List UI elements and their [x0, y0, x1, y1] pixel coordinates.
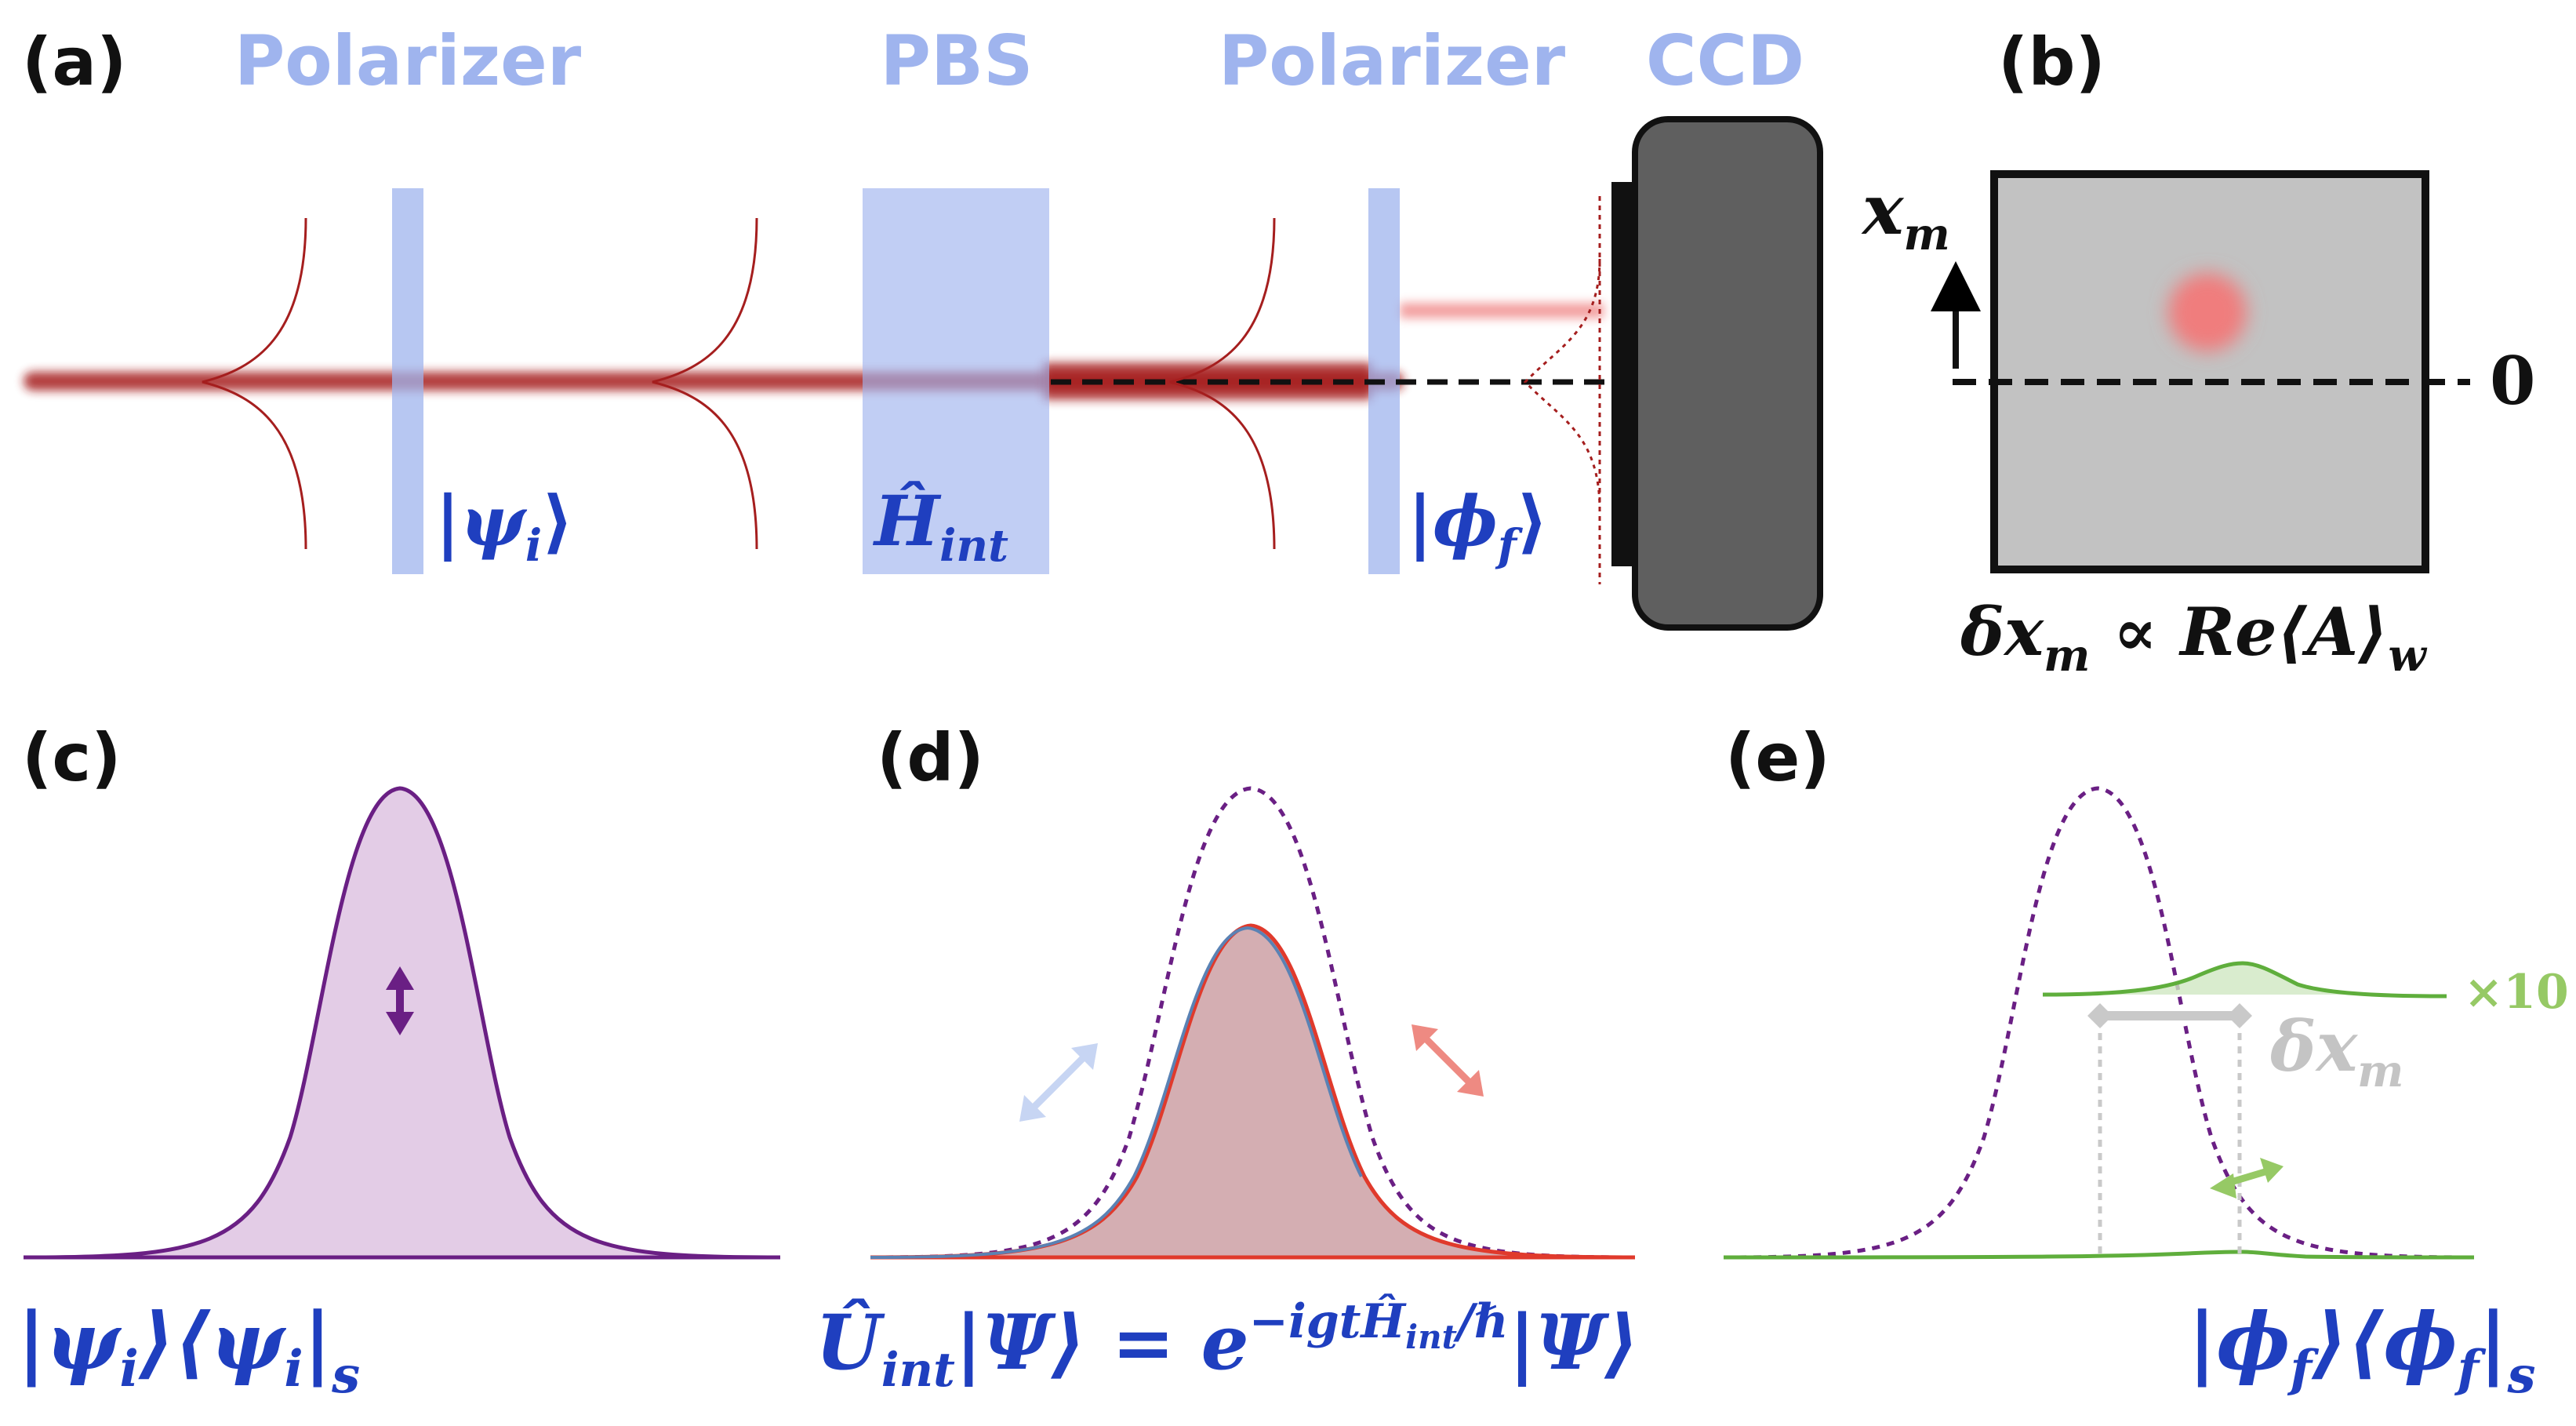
magnification-label: ×10	[2464, 965, 2569, 1020]
xm-label: xm	[1861, 169, 1950, 260]
green-double-arrow-icon	[2210, 1158, 2284, 1199]
red-arrow-shaft	[1418, 1031, 1477, 1090]
pbs-cube	[863, 188, 1049, 574]
final-state-projector: |ϕf⟩⟨ϕf|s	[2188, 1295, 2536, 1405]
ccd-image	[1990, 170, 2429, 573]
ccd-body	[1632, 116, 1823, 631]
panel-label-b: (b)	[1998, 24, 2105, 100]
weak-value-relation: δxm ∝ Re⟨A⟩w	[1960, 593, 2428, 682]
phi-f-label: |ϕf⟩	[1408, 480, 1548, 572]
beam-profile-3	[1169, 217, 1276, 550]
magnified-postselected-curve	[2042, 961, 2447, 999]
psi-i-label: |ψi⟩	[435, 480, 573, 572]
reference-distribution-dashed	[870, 786, 1636, 1260]
beam-profile-2	[652, 217, 758, 550]
panel-label-e: (e)	[1725, 719, 1830, 796]
panel-e: (e) ×10 δxm |ϕf⟩⟨ϕf|s	[1723, 719, 2569, 1405]
double-arrow-icon	[386, 966, 414, 1035]
zero-label: 0	[2490, 342, 2535, 420]
polarizer-2-label: Polarizer	[1219, 20, 1566, 101]
polarizer-1	[392, 188, 423, 574]
red-double-arrow-icon	[1412, 1024, 1484, 1097]
panel-d: (d) Ûint|Ψ⟩ = e−igtĤint/ℏ|Ψ⟩	[816, 719, 1639, 1398]
unitary-evolution-formula: Ûint|Ψ⟩ = e−igtĤint/ℏ|Ψ⟩	[816, 1293, 1639, 1398]
panel-b: (b) xm 0 δxm ∝ Re⟨A⟩w	[1861, 24, 2535, 682]
evolved-distribution-blue	[870, 926, 1363, 1259]
postselected-curve	[1723, 1250, 2475, 1260]
panel-a: (a) Polarizer PBS Polarizer CCD |ψi⟩ Ĥi	[22, 20, 1823, 631]
initial-state-projector: |ψi⟩⟨ψi|s	[17, 1295, 360, 1405]
evolved-distribution-red	[870, 923, 1636, 1260]
panel-label-c: (c)	[22, 719, 122, 796]
beam-profile-1	[202, 217, 307, 550]
deflected-beam	[1400, 303, 1604, 318]
h-int-label: Ĥint	[872, 480, 1008, 572]
polarizer-1-label: Polarizer	[234, 20, 582, 101]
panel-label-d: (d)	[877, 719, 984, 796]
blue-arrow-shaft	[1026, 1049, 1092, 1115]
beam-spot	[2168, 273, 2247, 351]
panel-label-a: (a)	[22, 24, 126, 100]
panel-c: (c) |ψi⟩⟨ψi|s	[17, 719, 781, 1405]
ccd-label: CCD	[1646, 20, 1804, 101]
blue-double-arrow-icon	[1019, 1043, 1098, 1122]
pbs-label: PBS	[881, 20, 1034, 101]
detector-profile	[1523, 258, 1601, 511]
shift-label: δxm	[2269, 1006, 2403, 1097]
reference-distribution-dashed	[1723, 786, 2475, 1260]
